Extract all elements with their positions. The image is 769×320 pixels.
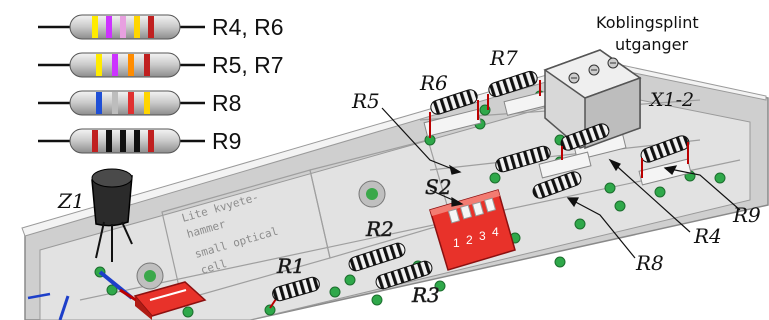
- connector-labels: Koblingsplint utganger X1-2: [596, 13, 699, 111]
- legend-color-band: [112, 54, 118, 76]
- label-r3: R3: [411, 283, 440, 307]
- label-r6: R6: [419, 71, 448, 95]
- legend-color-band: [120, 16, 126, 38]
- legend-row: R4, R6: [38, 14, 284, 40]
- legend-color-band: [106, 16, 112, 38]
- legend-row: R5, R7: [38, 52, 284, 78]
- label-r1: R1: [276, 254, 305, 278]
- connector-title-line1: Koblingsplint: [596, 13, 699, 32]
- legend-color-band: [96, 92, 102, 114]
- legend-color-band: [120, 130, 126, 152]
- resistor-r4: [560, 123, 610, 160]
- resistor-r1: [269, 276, 320, 309]
- legend-color-band: [148, 130, 154, 152]
- resistor-r3: [375, 260, 433, 290]
- legend-color-band: [134, 130, 140, 152]
- board-resistors: [269, 70, 690, 309]
- legend-row: R8: [38, 90, 241, 116]
- legend-color-band: [148, 16, 154, 38]
- label-r5: R5: [351, 89, 380, 113]
- dip-number-2: 2: [466, 233, 473, 247]
- legend-resistor-body: [69, 52, 181, 78]
- resistor-r6: [429, 89, 479, 138]
- legend-color-band: [144, 54, 150, 76]
- legend-label: R5, R7: [212, 52, 284, 78]
- label-r7: R7: [489, 46, 518, 70]
- resistor-r8: [532, 171, 582, 199]
- legend-color-band: [112, 92, 118, 114]
- legend-row: R9: [38, 128, 241, 154]
- label-r9: R9: [732, 203, 761, 227]
- legend-label: R9: [212, 128, 241, 154]
- terminal-block: [543, 49, 642, 150]
- legend-color-band: [92, 16, 98, 38]
- label-s2: S2: [425, 175, 451, 199]
- legend-color-band: [128, 54, 134, 76]
- legend-color-band: [134, 16, 140, 38]
- connector-title-line2: utganger: [615, 35, 689, 54]
- dip-switch-s2: 1 2 3 4: [429, 189, 516, 271]
- component-labels: R1 R2 R3 R4 R5 R6 R7 R8 R9 S2 Z1: [57, 46, 761, 307]
- legend-label: R4, R6: [212, 14, 284, 40]
- resistor-r2: [348, 242, 406, 272]
- dip-number-3: 3: [479, 229, 486, 243]
- connector-label: X1-2: [648, 89, 694, 111]
- legend-color-band: [92, 130, 98, 152]
- resistor-r7: [487, 70, 541, 110]
- transistor-z1: [91, 168, 133, 262]
- legend-color-band: [128, 92, 134, 114]
- label-r8: R8: [635, 251, 664, 275]
- dip-number-1: 1: [453, 236, 460, 250]
- slide-switch: [27, 270, 207, 320]
- resistor-r9: [640, 135, 690, 178]
- label-z1: Z1: [57, 189, 85, 213]
- legend-color-band: [144, 92, 150, 114]
- legend-color-band: [106, 130, 112, 152]
- label-r4: R4: [693, 224, 722, 248]
- pointer-arrows: [381, 107, 741, 259]
- legend-color-band: [96, 54, 102, 76]
- label-r2: R2: [365, 217, 394, 241]
- legend-label: R8: [212, 90, 241, 116]
- dip-number-4: 4: [492, 225, 499, 239]
- resistor-r5: [495, 145, 551, 173]
- legend-resistor-body: [69, 90, 181, 116]
- sensor-footprint: [136, 180, 386, 290]
